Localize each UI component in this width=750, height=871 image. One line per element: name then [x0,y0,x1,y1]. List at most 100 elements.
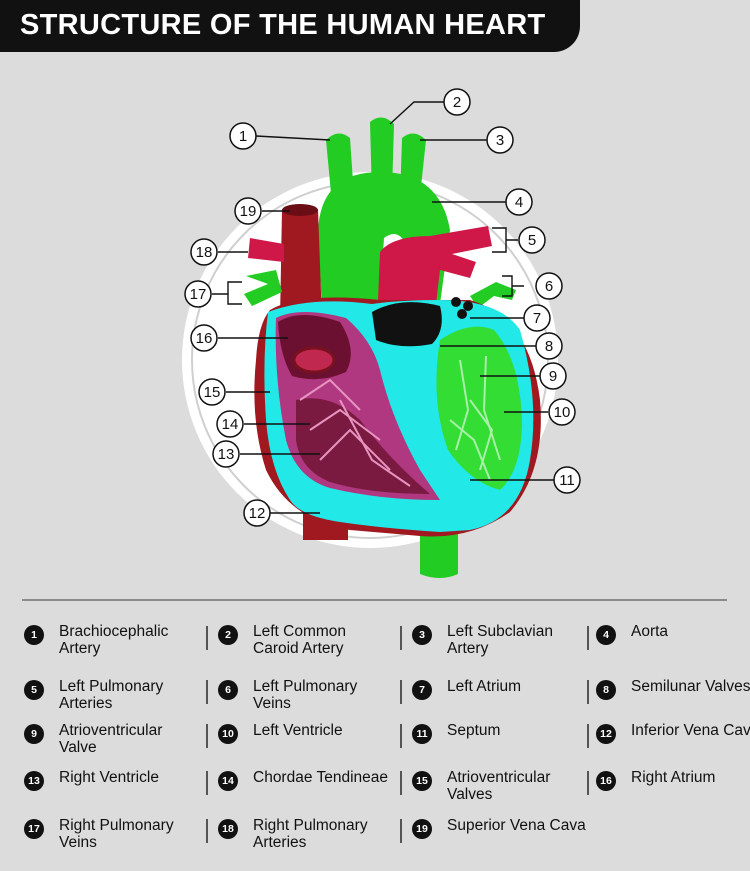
legend-badge-8: 8 [596,680,616,700]
legend-separator [206,626,208,650]
callout-4: 4 [505,188,533,216]
legend-label-15: Atrioventricular Valves [447,769,551,803]
vena-cava-opening [282,204,318,216]
callout-1: 1 [229,122,257,150]
legend-label-7: Left Atrium [447,678,522,695]
callout-10: 10 [548,398,576,426]
heart-diagram: 1 2 3 4 5 6 7 8 [182,88,581,578]
callout-5-label: 5 [528,232,536,249]
page-title: STRUCTURE OF THE HUMAN HEART [20,9,546,41]
callout-lines [212,101,554,514]
legend-label-16: Right Atrium [631,769,716,786]
legend-label-14: Chordae Tendineae [253,769,389,786]
callout-15: 15 [198,378,226,406]
callout-14: 14 [216,410,244,438]
legend-separator [587,771,589,795]
legend-badge-18: 18 [218,819,238,839]
legend-badge-3: 3 [412,625,432,645]
callout-5: 5 [518,226,546,254]
callout-3: 3 [486,126,514,154]
pulmonary-vein-hole-3 [457,309,467,319]
legend-badge-7: 7 [412,680,432,700]
title-bar: STRUCTURE OF THE HUMAN HEART [0,0,580,52]
callout-18: 18 [190,238,218,266]
superior-vena-cava-shape [280,205,322,320]
right-chordae [299,378,411,487]
callout-11: 11 [553,466,581,494]
legend-badge-17: 17 [24,819,44,839]
callout-10-label: 10 [554,404,571,421]
callout-13: 13 [212,440,240,468]
legend-badge-15: 15 [412,771,432,791]
legend-badge-2: 2 [218,625,238,645]
right-pulmonary-arteries-shape [248,238,284,262]
legend-divider [22,599,727,601]
callout-19-label: 19 [240,203,257,220]
pulmonary-vein-hole-1 [451,297,461,307]
callout-16: 16 [190,324,218,352]
legend-label-12: Inferior Vena Cava [631,722,750,739]
callout-8-label: 8 [545,338,553,355]
callout-7: 7 [523,304,551,332]
legend-badge-11: 11 [412,724,432,744]
legend-separator [206,724,208,748]
legend-label-17: Right Pulmonary Veins [59,817,174,851]
legend-label-18: Right Pulmonary Arteries [253,817,368,851]
legend-label-1: Brachiocephalic Artery [59,623,169,657]
legend-label-19: Superior Vena Cava [447,817,586,834]
callout-2: 2 [443,88,471,116]
tricuspid-ring [292,346,336,374]
legend-badge-14: 14 [218,771,238,791]
callout-13-label: 13 [218,446,235,463]
legend-label-2: Left Common Caroid Artery [253,623,347,657]
callout-8: 8 [535,332,563,360]
legend-separator [587,626,589,650]
pulmonary-vein-hole-2 [463,301,473,311]
callout-12: 12 [243,499,271,527]
callout-15-label: 15 [204,384,221,401]
legend-badge-1: 1 [24,625,44,645]
legend-separator [587,680,589,704]
legend-separator [400,771,402,795]
callout-7-label: 7 [533,310,541,327]
legend-separator [400,819,402,843]
legend-label-4: Aorta [631,623,669,640]
right-pulmonary-veins-shape [244,270,282,306]
legend-separator [400,724,402,748]
legend-badge-6: 6 [218,680,238,700]
legend-separator [400,626,402,650]
callout-14-label: 14 [222,416,239,433]
callout-6-label: 6 [545,278,553,295]
legend-label-5: Left Pulmonary Arteries [59,678,164,712]
legend-separator [587,724,589,748]
callout-17-label: 17 [190,286,207,303]
legend-separator [400,680,402,704]
legend-badge-5: 5 [24,680,44,700]
legend-label-9: Atrioventricular Valve [59,722,163,756]
callout-4-label: 4 [515,194,523,211]
legend-separator [206,771,208,795]
legend-label-3: Left Subclavian Artery [447,623,553,657]
left-ventricle-shape [436,326,522,490]
callout-18-label: 18 [196,244,213,261]
left-chordae [449,355,501,481]
right-ventricle-shape [296,398,430,494]
legend-label-6: Left Pulmonary Veins [253,678,358,712]
legend-badge-4: 4 [596,625,616,645]
callout-11-label: 11 [559,472,575,489]
left-atrium-opening [372,302,442,347]
callout-1-label: 1 [239,128,247,145]
legend-label-8: Semilunar Valves [631,678,750,695]
callout-markers: 1 2 3 4 5 6 7 8 [184,88,581,527]
callout-19: 19 [234,197,262,225]
legend-label-13: Right Ventricle [59,769,159,786]
callout-17: 17 [184,280,212,308]
callout-3-label: 3 [496,132,504,149]
callout-6: 6 [535,272,563,300]
callout-12-label: 12 [249,505,266,522]
pulmonary-trunk-shape [378,226,492,304]
callout-16-label: 16 [196,330,213,347]
legend-badge-9: 9 [24,724,44,744]
left-pulmonary-veins-shape [470,282,516,308]
legend-separator [206,819,208,843]
